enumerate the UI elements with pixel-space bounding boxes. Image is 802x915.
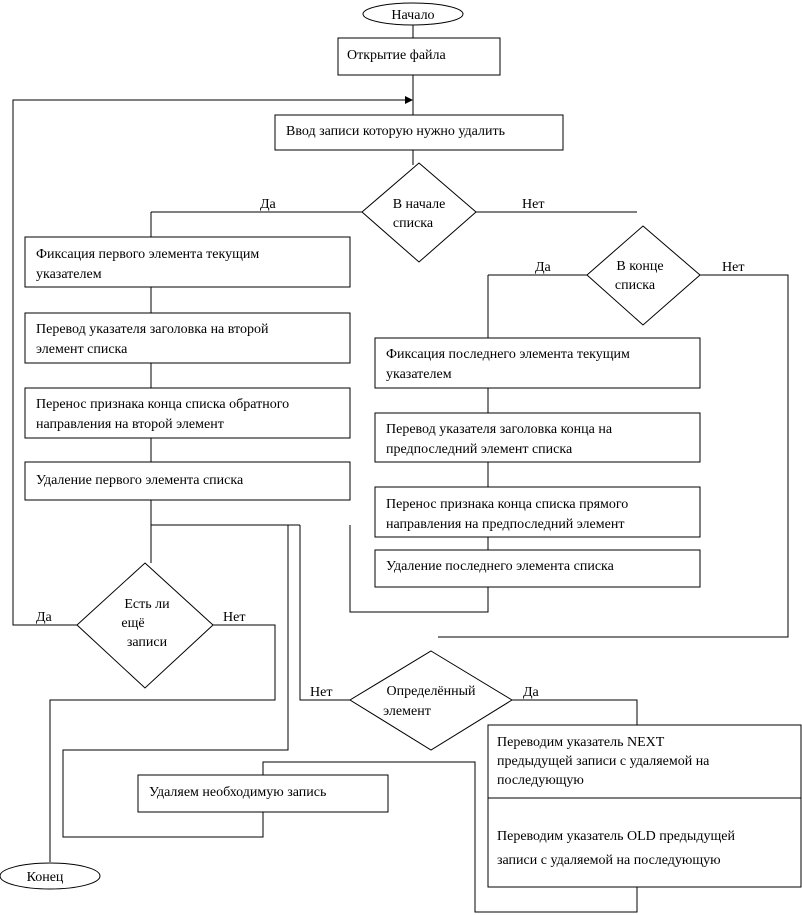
connector	[299, 525, 350, 701]
first-transfer-line-1: Перенос признака конца списка обратного	[36, 397, 289, 412]
open-file-box: Открытие файла	[337, 37, 501, 76]
first-delete-box: Удаление первого элемента списка	[24, 461, 351, 501]
input-record-label: Ввод записи которую нужно удалить	[286, 124, 505, 139]
decision-at-end-line-1: В конце	[616, 259, 663, 274]
end-label: Конец	[27, 870, 64, 885]
connector	[349, 525, 489, 613]
first-fix-line-2: указателем	[36, 267, 102, 282]
first-transfer-line-2: направления на второй элемент	[36, 417, 224, 432]
old-pointer-line-1: Переводим указатель OLD предыдущей	[497, 829, 735, 844]
decision-at-end: В конце списка	[586, 225, 701, 326]
first-fix-box: Фиксация первого элемента текущим указат…	[24, 236, 351, 288]
decision-more-line-1: Есть ли	[124, 597, 170, 612]
branch-label-specific-no: Нет	[310, 685, 332, 700]
decision-at-start-line-2: списка	[393, 216, 434, 231]
end-terminal: Конец	[0, 862, 101, 890]
last-fix-line-1: Фиксация последнего элемента текущим	[386, 347, 630, 362]
branch-labels: Да Нет Да Нет Да Нет Нет Да	[36, 197, 744, 700]
delete-needed-box: Удаляем необходимую запись	[137, 774, 389, 813]
first-move-head-line-2: элемент списка	[36, 342, 128, 357]
last-delete-box: Удаление последнего элемента списка	[374, 549, 701, 588]
next-pointer-line-1: Переводим указатель NEXT	[497, 735, 665, 750]
connector	[438, 274, 789, 638]
delete-needed-label: Удаляем необходимую запись	[149, 785, 326, 800]
connector	[62, 525, 289, 838]
first-move-head-line-1: Перевод указателя заголовка на второй	[36, 322, 269, 337]
connector	[262, 761, 638, 913]
last-fix-box: Фиксация последнего элемента текущим ука…	[374, 337, 701, 389]
next-pointer-line-2: предыдущей записи с удаляемой на	[497, 754, 710, 769]
decision-at-end-line-2: списка	[615, 278, 656, 293]
next-pointer-line-3: последующую	[497, 773, 584, 788]
loop-back-connector	[12, 96, 413, 626]
first-move-head-box: Перевод указателя заголовка на второй эл…	[24, 312, 351, 364]
branch-label-at-start-yes: Да	[260, 197, 277, 212]
first-transfer-box: Перенос признака конца списка обратного …	[24, 387, 351, 439]
branch-label-at-end-yes: Да	[535, 260, 552, 275]
first-delete-label: Удаление первого элемента списка	[36, 473, 244, 488]
connector	[49, 624, 276, 862]
branch-label-more-yes: Да	[36, 610, 53, 625]
branch-label-at-start-no: Нет	[522, 197, 544, 212]
decision-at-start: В начале списка	[361, 162, 477, 263]
last-move-head-line-2: предпоследний элемент списка	[386, 442, 573, 457]
start-label: Начало	[391, 8, 434, 23]
old-pointer-box: Переводим указатель OLD предыдущей запис…	[487, 797, 802, 888]
decision-specific-line-2: элемент	[383, 704, 431, 719]
connector	[512, 699, 638, 725]
branch-label-more-no: Нет	[223, 610, 245, 625]
last-transfer-line-2: направления на предпоследний элемент	[386, 517, 624, 532]
decision-more-records: Есть ли ещё записи	[76, 562, 214, 689]
last-delete-label: Удаление последнего элемента списка	[386, 559, 615, 574]
start-terminal: Начало	[362, 2, 464, 26]
branch-label-specific-yes: Да	[523, 685, 540, 700]
branch-label-at-end-no: Нет	[722, 260, 744, 275]
decision-at-start-line-1: В начале	[393, 197, 446, 212]
decision-more-line-2: ещё	[121, 616, 144, 631]
decision-specific-line-1: Определённый	[386, 684, 476, 699]
last-fix-line-2: указателем	[386, 367, 452, 382]
input-record-box: Ввод записи которую нужно удалить	[274, 114, 564, 151]
decision-more-line-3: записи	[127, 635, 168, 650]
decision-specific: Определённый элемент	[349, 650, 513, 751]
first-fix-line-1: Фиксация первого элемента текущим	[36, 247, 259, 262]
last-move-head-box: Перевод указателя заголовка конца на пре…	[374, 412, 701, 463]
old-pointer-line-2: записи с удаляемой на последующую	[497, 853, 721, 868]
last-transfer-line-1: Перенос признака конца списка прямого	[386, 497, 628, 512]
open-file-label: Открытие файла	[347, 48, 447, 63]
last-transfer-box: Перенос признака конца списка прямого на…	[374, 486, 701, 538]
next-pointer-box: Переводим указатель NEXT предыдущей запи…	[487, 724, 802, 799]
last-move-head-line-1: Перевод указателя заголовка конца на	[386, 422, 613, 437]
